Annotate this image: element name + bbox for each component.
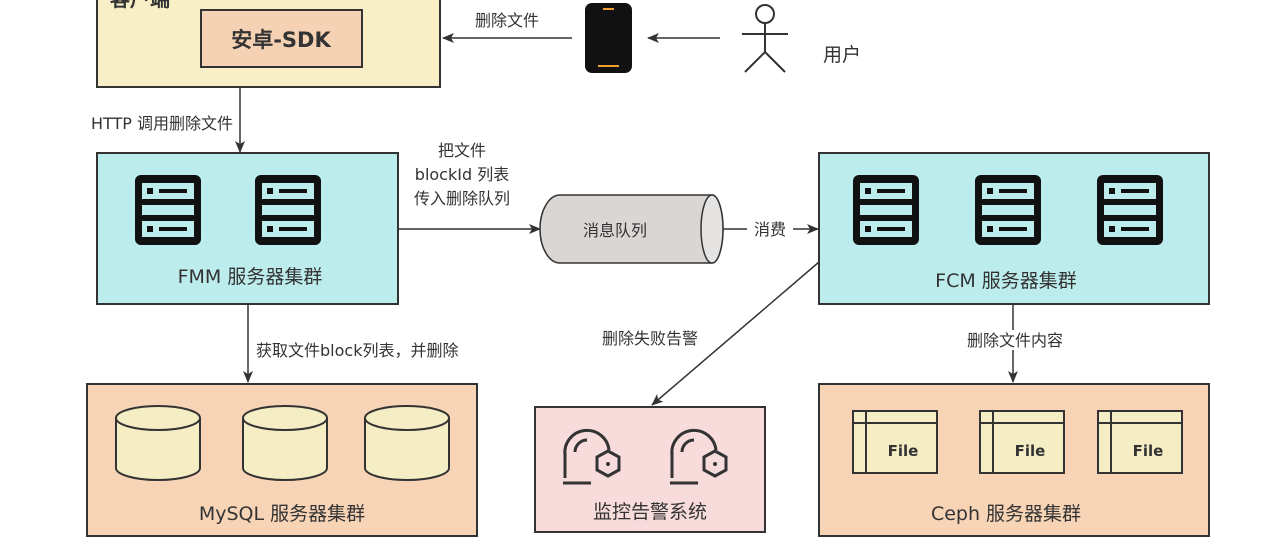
file-label: File xyxy=(1133,442,1164,460)
mysql-label: MySQL 服务器集群 xyxy=(199,503,365,525)
server-icon xyxy=(853,175,919,245)
alarm-icon xyxy=(670,428,728,485)
to-queue-label-2: blockId 列表 xyxy=(415,165,509,184)
sdk-label: 安卓-SDK xyxy=(231,28,331,52)
server-icon xyxy=(1097,175,1163,245)
alert-arrow xyxy=(651,261,820,406)
to-queue-label-3: 传入删除队列 xyxy=(414,189,510,208)
client-title: 客户端 xyxy=(109,0,170,11)
alarm-icon xyxy=(563,428,621,485)
user-label: 用户 xyxy=(823,44,861,66)
database-icon xyxy=(242,405,328,481)
database-icon xyxy=(364,405,450,481)
user-icon xyxy=(742,4,788,73)
http-label: HTTP 调用删除文件 xyxy=(91,114,233,133)
phone-to-client-label: 删除文件 xyxy=(475,11,539,30)
database-icon xyxy=(115,405,201,481)
file-icon: File xyxy=(852,410,938,474)
alert-label: 删除失败告警 xyxy=(602,329,698,348)
client-box: 客户端 安卓-SDK xyxy=(96,0,441,88)
to-queue-label-1: 把文件 xyxy=(438,141,486,160)
sdk-box xyxy=(200,9,363,68)
phone-icon xyxy=(585,3,632,73)
file-label: File xyxy=(888,442,919,460)
file-icon: File xyxy=(979,410,1065,474)
server-icon xyxy=(135,175,201,245)
server-icon xyxy=(255,175,321,245)
file-icon: File xyxy=(1097,410,1183,474)
fmm-to-mysql-label: 获取文件block列表，并删除 xyxy=(256,341,458,360)
fmm-label: FMM 服务器集群 xyxy=(178,266,323,288)
queue-label: 消息队列 xyxy=(583,221,647,240)
message-queue: 消息队列 xyxy=(539,194,724,264)
fcm-label: FCM 服务器集群 xyxy=(935,270,1077,292)
consume-label: 消费 xyxy=(754,220,786,239)
server-icon xyxy=(975,175,1041,245)
monitor-label: 监控告警系统 xyxy=(593,501,707,523)
file-label: File xyxy=(1015,442,1046,460)
fcm-to-ceph-label: 删除文件内容 xyxy=(967,331,1063,350)
ceph-label: Ceph 服务器集群 xyxy=(931,503,1081,525)
